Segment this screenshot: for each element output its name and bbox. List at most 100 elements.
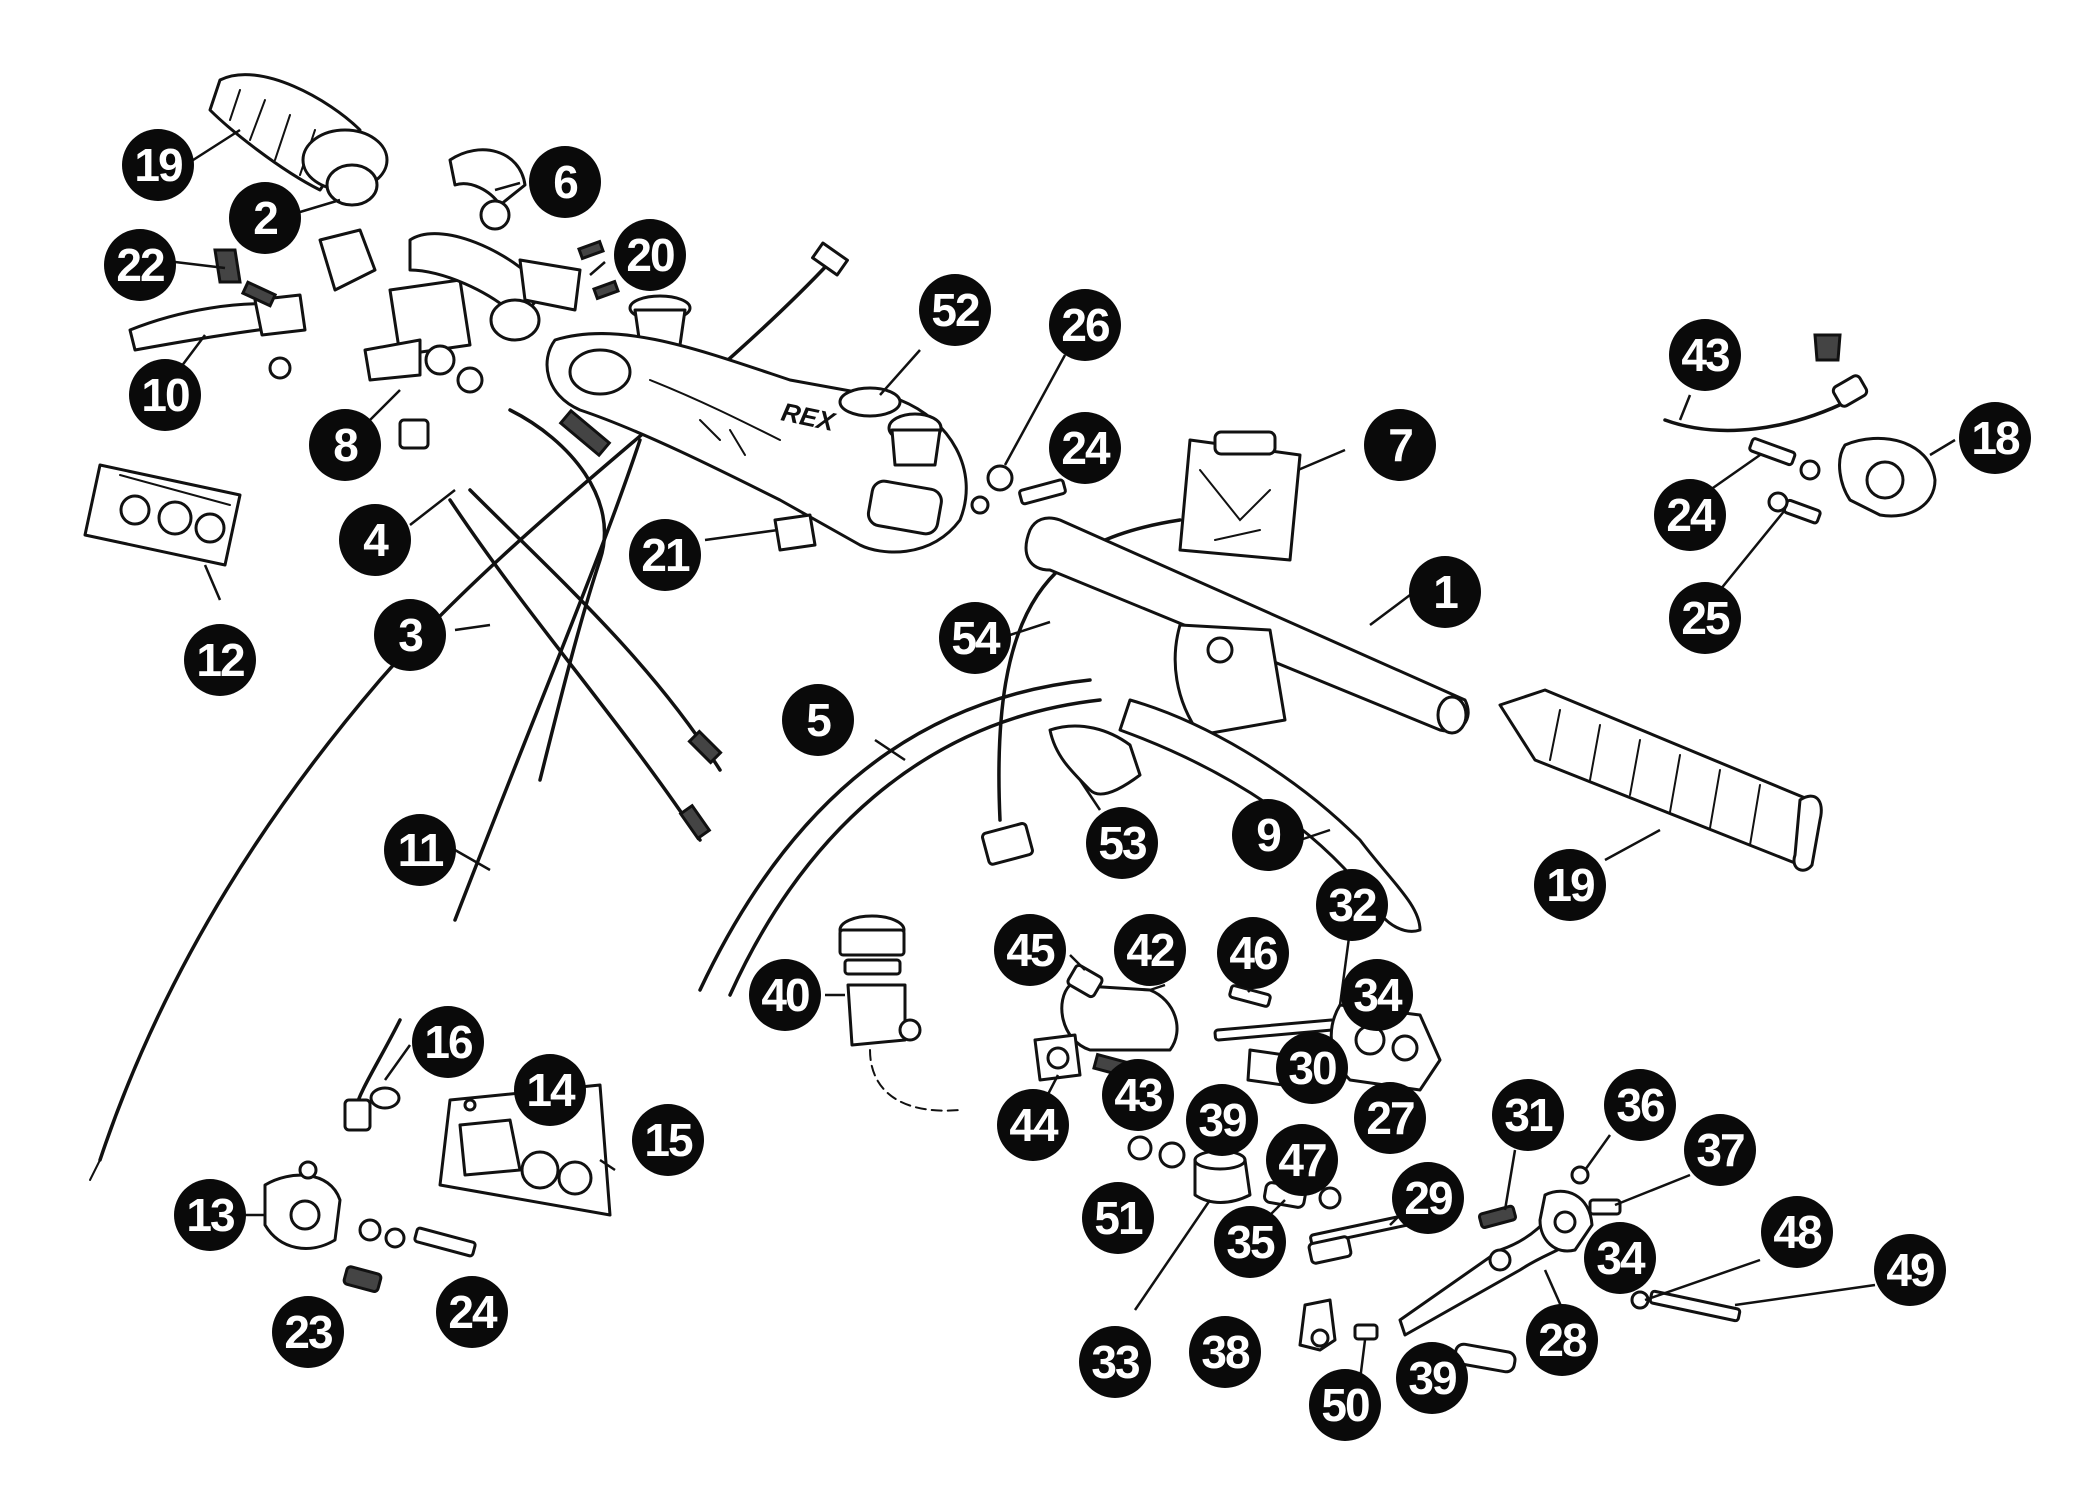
cable-ferrule-3 [811, 241, 849, 277]
clevis-38-hole [1310, 1328, 1330, 1348]
callout-5: 5 [782, 684, 854, 756]
cable-54-connector [981, 821, 1034, 866]
callout-24-bottom-label: 24 [448, 1286, 498, 1338]
callout-11: 11 [384, 814, 456, 886]
callout-45: 45 [994, 914, 1066, 986]
callout-26: 26 [1049, 289, 1121, 361]
seal-kit-ring-3 [194, 512, 226, 544]
brake-pedal-28 [1298, 1165, 1742, 1374]
leader-3 [454, 623, 491, 632]
callout-13-label: 13 [186, 1189, 234, 1241]
callout-43-top: 43 [1669, 319, 1741, 391]
banjo-16 [343, 1098, 372, 1132]
callout-47-label: 47 [1278, 1134, 1326, 1186]
callout-23-label: 23 [284, 1306, 332, 1358]
handlebar-1-end [1436, 695, 1468, 735]
callout-24-right: 24 [1654, 479, 1726, 551]
callout-13: 13 [174, 1179, 246, 1251]
callout-8-label: 8 [333, 419, 358, 471]
leader-2 [299, 198, 341, 214]
yoke-bore-right [890, 428, 942, 467]
cable-end-3 [89, 1159, 101, 1181]
leader-53 [1078, 779, 1102, 811]
cable-4b [448, 498, 702, 842]
callout-20: 20 [614, 219, 686, 291]
callout-39-bottom: 39 [1396, 1342, 1468, 1414]
left-grip-ribs [229, 89, 316, 176]
bolt-24c [413, 1226, 477, 1258]
cable-5-outer [698, 678, 1092, 992]
leader-49 [1734, 1283, 1876, 1307]
bolt-24b [1748, 437, 1797, 467]
reservoir-40 [838, 914, 961, 1112]
callout-39-top-label: 39 [1198, 1094, 1246, 1146]
leader-31 [1503, 1149, 1517, 1211]
callout-19: 19 [122, 129, 194, 201]
leader-52 [879, 349, 921, 396]
callout-31-label: 31 [1504, 1089, 1553, 1141]
callout-3: 3 [374, 599, 446, 671]
screw-20a [577, 239, 605, 261]
lever-bracket [318, 228, 377, 292]
callout-34-top-label: 34 [1353, 969, 1403, 1021]
callout-24: 24 [1049, 412, 1121, 484]
bush-51 [1127, 1135, 1153, 1161]
callout-19-label: 19 [134, 139, 182, 191]
callout-51-label: 51 [1094, 1192, 1143, 1244]
callout-47: 47 [1266, 1124, 1338, 1196]
callout-badges: 19 2 22 10 6 20 52 26 24 8 4 21 12 3 7 1… [104, 129, 2031, 1441]
leader-25 [1719, 509, 1786, 591]
brake-lever-9 [1118, 698, 1422, 933]
callout-10-label: 10 [141, 369, 189, 421]
leader-1 [1369, 594, 1411, 626]
leader-45 [1069, 954, 1086, 971]
bolt-25 [1782, 498, 1822, 525]
callout-27-label: 27 [1366, 1092, 1414, 1144]
reservoir-hose [869, 1049, 961, 1112]
hose-banjo-43 [1831, 374, 1869, 408]
right-grip-flange [1792, 794, 1823, 872]
clevis-29 [1307, 1235, 1353, 1265]
brake-perch [1173, 623, 1287, 737]
yoke-bore-left [568, 348, 632, 396]
callout-51: 51 [1082, 1182, 1154, 1254]
leader-43a [1678, 394, 1692, 421]
callout-25-label: 25 [1681, 592, 1730, 644]
seal-kit-ring-2 [157, 500, 193, 536]
callout-1: 1 [1409, 556, 1481, 628]
pedal-pivot-hole [1553, 1210, 1577, 1234]
bush-51b [1158, 1141, 1186, 1169]
callout-2: 2 [229, 182, 301, 254]
leader-35 [1269, 1199, 1286, 1216]
callout-32-label: 32 [1328, 879, 1376, 931]
callout-27: 27 [1354, 1082, 1426, 1154]
bolt-49 [1648, 1289, 1742, 1323]
bolt-21a [558, 408, 612, 458]
callout-3-label: 3 [398, 609, 422, 661]
callout-44: 44 [997, 1089, 1069, 1161]
callout-12-label: 12 [196, 634, 244, 686]
right-grip-ribs [1549, 709, 1761, 846]
lever-boot-53 [1048, 724, 1142, 796]
seal-kit-ring-15 [557, 1160, 593, 1196]
callout-43-top-label: 43 [1681, 329, 1729, 381]
leader-42 [1149, 983, 1166, 992]
callout-32: 32 [1316, 869, 1388, 941]
callout-30-label: 30 [1288, 1042, 1336, 1094]
callout-14-label: 14 [526, 1064, 576, 1116]
top-yoke-52: REX [545, 332, 990, 554]
callout-48-label: 48 [1773, 1206, 1822, 1258]
throttle-tube-2-bore [325, 163, 379, 207]
master-cylinder-8 [388, 278, 472, 357]
caliper-piston-13 [289, 1199, 321, 1231]
master-cylinder-fitting [424, 344, 456, 376]
bracket-6-hole [479, 199, 511, 231]
switch-wires [1199, 469, 1271, 541]
washer-26 [986, 464, 1014, 492]
right-grip-19 [1498, 688, 1812, 867]
cable-group [89, 241, 1182, 1181]
callout-36-label: 36 [1616, 1079, 1664, 1131]
callout-46-label: 46 [1229, 927, 1277, 979]
callout-12: 12 [184, 624, 256, 696]
banjo-fitting-8 [398, 418, 430, 450]
